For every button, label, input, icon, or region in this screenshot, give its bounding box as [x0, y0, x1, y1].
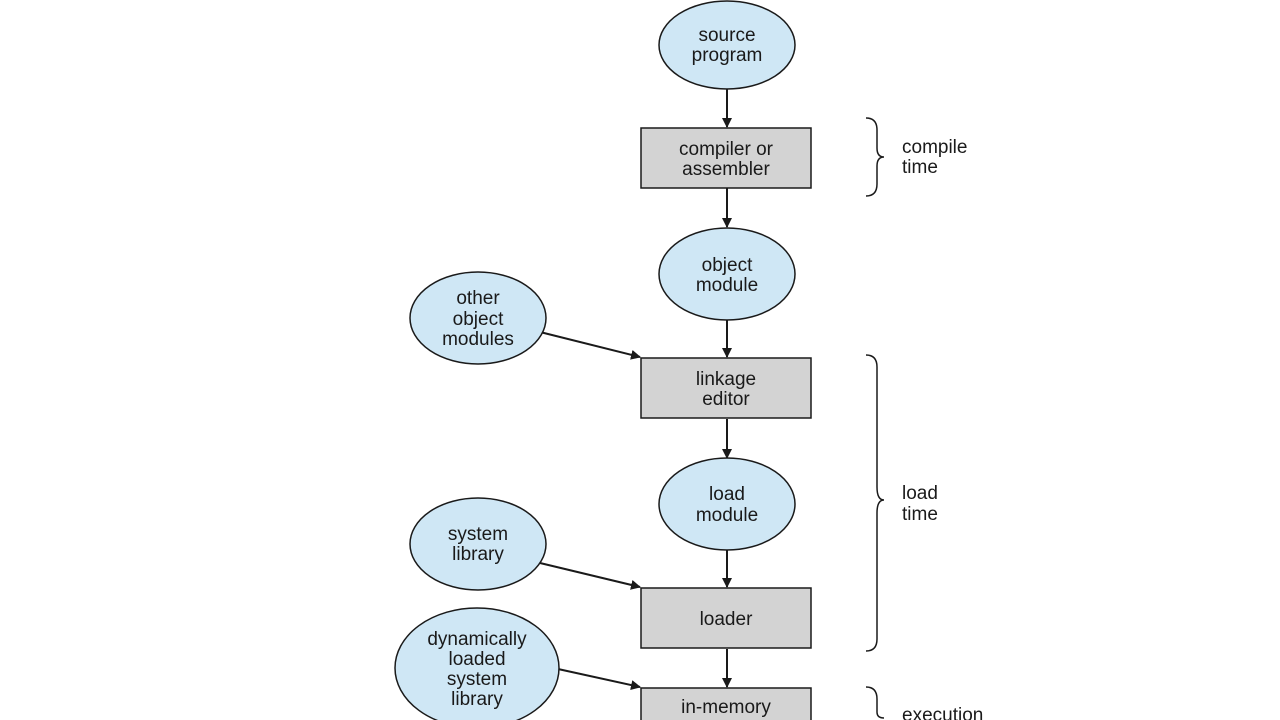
other-object-modules-label-line-3: modules	[442, 329, 514, 350]
arrow-other-modules-to-linkage	[539, 331, 641, 360]
dynamic-library-label-line-1: dynamically	[427, 629, 527, 650]
execution-time-brace	[865, 686, 885, 719]
dynamic-library-label-line-3: system	[447, 669, 507, 690]
compiler-label-line-2: assembler	[682, 159, 770, 180]
system-library-label-line-1: system	[448, 524, 508, 545]
compiler-box	[640, 127, 812, 189]
node-other-object-modules: other object modules	[409, 271, 547, 365]
dynamic-library-label-line-2: loaded	[448, 649, 505, 670]
system-library-label-line-2: library	[452, 544, 504, 565]
phase-braces	[865, 117, 885, 719]
object-module-ellipse	[658, 227, 796, 321]
node-in-memory: in-memory	[640, 687, 812, 720]
linkage-editor-box	[640, 357, 812, 419]
node-compiler-or-assembler: compiler or assembler	[640, 127, 812, 189]
node-system-library: system library	[409, 497, 547, 591]
node-dynamically-loaded-system-library: dynamically loaded system library	[394, 607, 560, 720]
execution-time-label-line-1: execution	[902, 705, 983, 720]
other-object-modules-label-line-1: other	[456, 288, 500, 309]
source-program-label-line-1: source	[698, 25, 755, 46]
other-object-modules-ellipse	[409, 271, 547, 365]
node-source-program: source program	[658, 0, 796, 90]
arrows	[539, 88, 732, 690]
linkage-editor-label-line-1: linkage	[696, 369, 756, 390]
arrow-system-library-to-loader	[539, 562, 641, 590]
source-program-ellipse	[658, 0, 796, 90]
loader-box	[640, 587, 812, 649]
system-library-ellipse	[409, 497, 547, 591]
compile-time-label-line-1: compile	[902, 137, 967, 158]
other-object-modules-label-line-2: object	[453, 309, 504, 330]
loader-label: loader	[700, 609, 753, 630]
source-program-label-line-2: program	[692, 45, 763, 66]
load-module-label-line-1: load	[709, 484, 745, 505]
in-memory-label: in-memory	[681, 697, 771, 718]
dynamic-library-label-line-4: library	[451, 689, 503, 710]
phase-labels: compile time load time execution	[902, 137, 983, 720]
node-object-module: object module	[658, 227, 796, 321]
load-time-label-line-2: time	[902, 504, 938, 525]
in-memory-box	[640, 687, 812, 720]
load-time-label-line-1: load	[902, 483, 938, 504]
node-linkage-editor: linkage editor	[640, 357, 812, 419]
object-module-label-line-1: object	[702, 255, 753, 276]
compiler-label-line-1: compiler or	[679, 139, 774, 160]
node-load-module: load module	[658, 457, 796, 551]
compile-time-brace	[865, 117, 885, 197]
linkage-editor-label-line-2: editor	[702, 389, 750, 410]
load-module-label-line-2: module	[696, 505, 758, 526]
arrow-dynamic-library-to-in-memory	[557, 668, 641, 690]
load-module-ellipse	[658, 457, 796, 551]
compile-time-label-line-2: time	[902, 157, 938, 178]
object-module-label-line-2: module	[696, 275, 758, 296]
node-loader: loader	[640, 587, 812, 649]
dynamic-library-ellipse	[394, 607, 560, 720]
load-time-brace	[865, 354, 885, 652]
